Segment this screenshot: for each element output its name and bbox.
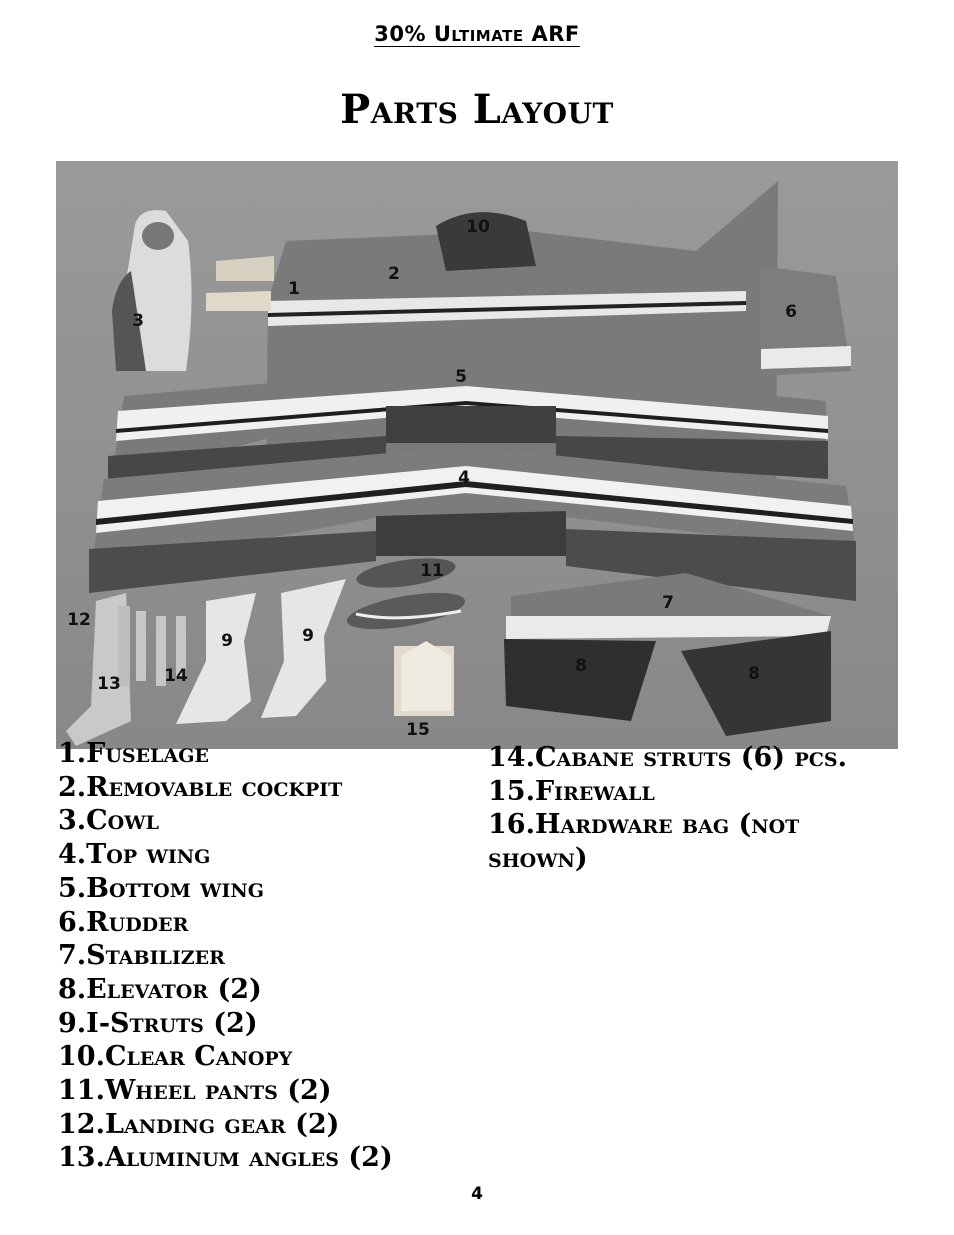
callout-label: 8 [748,664,760,684]
wheel-pants-shape [346,558,466,630]
part-item: 5.Bottom wing [58,872,264,904]
top-wing-shape [89,446,856,601]
i-struts-shape [176,579,346,724]
part-item: 15.Firewall [488,775,655,807]
callout-label: 4 [458,468,470,488]
bottom-wing-shape [108,366,828,483]
part-item: 6.Rudder [58,906,189,938]
part-item: 2.Removable cockpit [58,771,343,803]
callout-label: 2 [388,264,400,284]
stabilizer-elevator-shape [504,573,831,736]
document-header: 30% Ultimate ARF [0,22,954,47]
callout-label: 9 [302,626,314,646]
hardware-shape [66,593,454,746]
callout-label: 6 [785,302,797,322]
callout-label: 3 [132,311,144,331]
callout-label: 1 [288,279,300,299]
part-item: 13.Aluminum angles (2) [58,1142,393,1174]
page-title: Parts Layout [340,86,614,133]
callout-label: 11 [420,561,444,581]
callout-label: 8 [575,656,587,676]
part-item: 9.I-Struts (2) [58,1007,258,1039]
part-item: 14.Cabane struts (6) pcs. [488,742,847,773]
part-item: 1.Fuselage [58,738,209,769]
part-item: 3.Cowl [58,805,159,837]
parts-photo-illustration [56,161,898,749]
callout-label: 15 [406,720,430,740]
callout-label: 5 [455,367,467,387]
page-number: 4 [471,1184,483,1204]
part-item: 10.Clear Canopy [58,1041,293,1073]
callout-label: 10 [466,217,490,237]
part-item: 7.Stabilizer [58,940,225,972]
part-item: 4.Top wing [58,839,211,871]
rudder-shape [761,266,851,376]
callout-label: 12 [67,610,91,630]
callout-label: 9 [221,631,233,651]
parts-list-right: 14.Cabane struts (6) pcs. 15.Firewall 16… [488,741,908,876]
part-item: 12.Landing gear (2) [58,1108,340,1140]
callout-label: 13 [97,674,121,694]
part-item: 11.Wheel pants (2) [58,1075,332,1107]
parts-photo: 1 2 3 4 5 6 7 8 8 9 9 10 11 12 13 14 15 [56,161,898,749]
parts-list-left: 1.Fuselage 2.Removable cockpit 3.Cowl 4.… [58,737,393,1175]
callout-label: 7 [662,593,674,613]
part-item: 8.Elevator (2) [58,973,262,1005]
callout-label: 14 [164,666,188,686]
part-item: 16.Hardware bag (not shown) [488,809,800,875]
header-text: 30% Ultimate ARF [374,22,580,47]
cowl-shape [112,210,192,371]
